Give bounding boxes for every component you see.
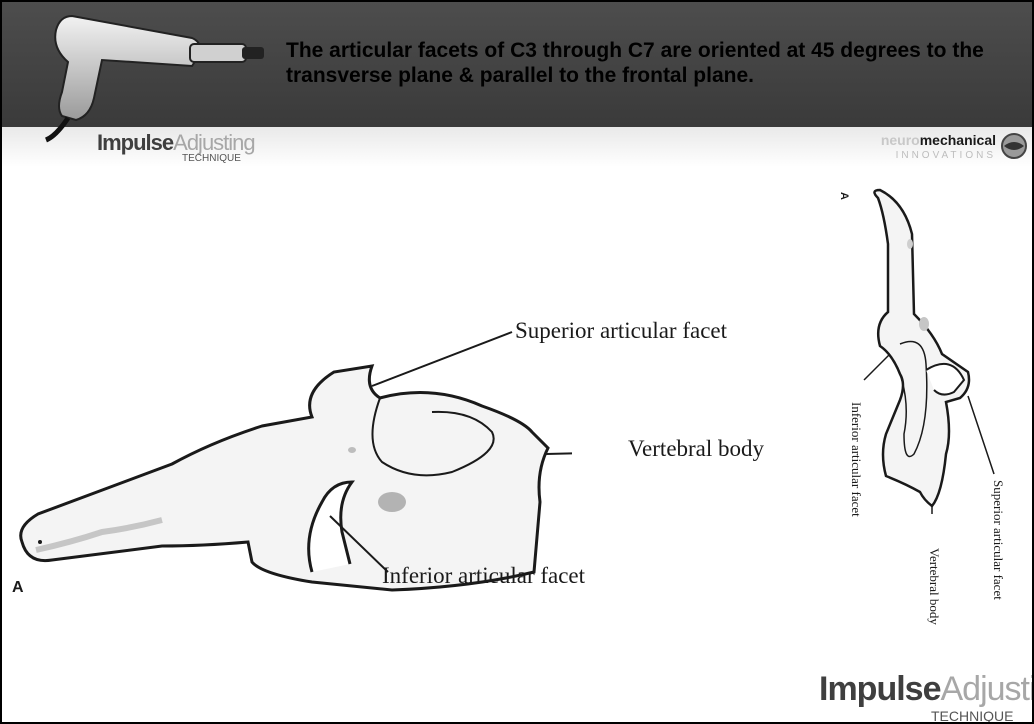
impulse-logo-header: ImpulseAdjusting TECHNIQUE xyxy=(97,130,255,156)
logo-neuro: neuro xyxy=(881,132,920,148)
adjusting-instrument-icon xyxy=(42,8,272,148)
neuromechanical-logo: neuromechanical INNOVATIONS xyxy=(874,132,996,161)
globe-emblem-icon xyxy=(1000,132,1028,160)
logo-word-adjusting: Adjusting xyxy=(173,130,255,155)
impulse-logo-footer: ImpulseAdjusting TECHNIQUE xyxy=(819,670,1034,709)
vertebra-lateral-illustration xyxy=(12,302,572,602)
logo-word-impulse-footer: Impulse xyxy=(819,670,940,708)
logo-word-impulse: Impulse xyxy=(97,130,173,155)
logo-technique: TECHNIQUE xyxy=(182,153,241,164)
label-superior-articular-facet-rotated: Superior articular facet xyxy=(990,480,1006,600)
logo-innovations: INNOVATIONS xyxy=(874,150,996,161)
logo-mechanical: mechanical xyxy=(920,132,996,148)
label-inferior-articular-facet: Inferior articular facet xyxy=(382,563,585,589)
label-superior-articular-facet: Superior articular facet xyxy=(515,318,727,344)
logo-word-adjusting-footer: Adjusting xyxy=(940,670,1034,708)
panel-label-a: A xyxy=(12,579,24,597)
label-vertebral-body: Vertebral body xyxy=(628,436,764,462)
logo-technique-footer: TECHNIQUE xyxy=(931,708,1013,724)
label-inferior-articular-facet-rotated: Inferior articular facet xyxy=(848,402,864,517)
label-vertebral-body-rotated: Vertebral body xyxy=(926,548,942,625)
panel-label-a-rotated: A xyxy=(838,192,850,200)
slide-title: The articular facets of C3 through C7 ar… xyxy=(286,38,1006,88)
